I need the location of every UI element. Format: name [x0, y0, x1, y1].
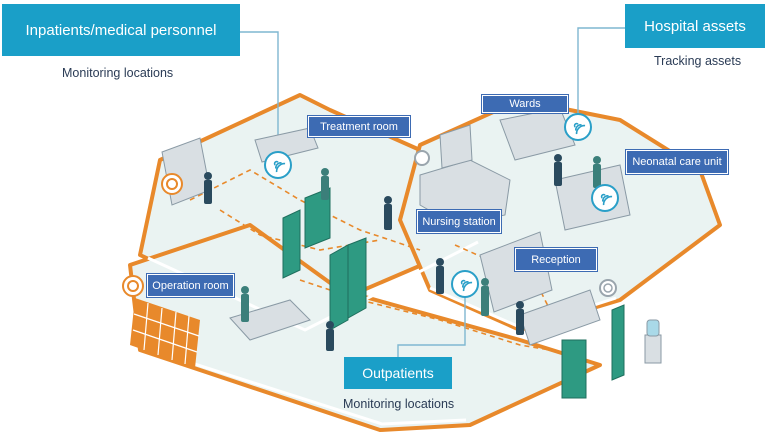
room-label-wards: Wards — [482, 95, 568, 113]
person-2 — [321, 168, 329, 200]
bottom-floor-zone — [128, 223, 602, 432]
outpatients-callout-subtitle: Monitoring locations — [343, 397, 455, 411]
person-7 — [241, 286, 249, 322]
outpatients-callout-title: Outpatients — [362, 365, 434, 381]
person-9 — [593, 156, 601, 188]
door-right — [611, 304, 625, 381]
wifi-signal-icon — [564, 113, 592, 141]
person-10 — [326, 321, 334, 351]
operation-grid-window — [130, 298, 200, 368]
inpatients-callout: Inpatients/medical personnel — [2, 4, 240, 56]
wifi-signal-icon — [451, 270, 479, 298]
wifi-signal-icon — [591, 184, 619, 212]
room-label-nursing-station: Nursing station — [417, 210, 501, 233]
room-label-operation-room: Operation room — [147, 274, 234, 297]
room-label-neonatal-care-unit: Neonatal care unit — [626, 150, 728, 174]
wifi-signal-icon — [264, 151, 292, 179]
reception-desk — [519, 289, 601, 346]
location-target-icon — [599, 279, 617, 297]
connector-hospital-assets — [577, 27, 625, 125]
room-label-treatment-room: Treatment room — [308, 116, 410, 137]
grid-v1 — [143, 302, 149, 351]
grid-v2 — [157, 307, 163, 356]
room-label-reception: Reception — [515, 248, 597, 271]
shelf-unit-wards — [439, 124, 473, 169]
location-target-icon — [161, 173, 183, 195]
people — [204, 154, 601, 351]
grid-h2 — [132, 329, 198, 353]
door-operation-2 — [347, 237, 367, 319]
person-1 — [204, 172, 212, 204]
grid-h1 — [133, 313, 200, 337]
door-corridor — [282, 209, 301, 279]
location-target-icon — [122, 275, 144, 297]
door-operation-1 — [329, 244, 349, 331]
inner-line-3 — [144, 346, 467, 426]
grid-window-lines — [132, 302, 200, 365]
hospital-assets-callout: Hospital assets — [625, 4, 765, 48]
dashed-route-3 — [299, 279, 581, 356]
person-4 — [436, 258, 444, 294]
grid-v3 — [171, 311, 177, 361]
grid-v4 — [184, 315, 190, 365]
person-6 — [516, 301, 524, 335]
connector-inpatients — [240, 31, 279, 140]
floor-areas — [128, 93, 722, 432]
inpatients-callout-title: Inpatients/medical personnel — [25, 21, 217, 39]
doors — [282, 187, 625, 399]
hospital-assets-callout-title: Hospital assets — [644, 17, 746, 35]
outpatients-callout: Outpatients — [344, 357, 452, 389]
location-icons — [122, 150, 617, 297]
wifi-icons — [264, 113, 619, 298]
inpatients-callout-subtitle: Monitoring locations — [62, 66, 174, 80]
person-3 — [384, 196, 392, 230]
hospital-assets-callout-subtitle: Tracking assets — [654, 54, 742, 68]
water-cooler — [644, 319, 662, 364]
clock-icon — [414, 150, 430, 166]
person-5 — [481, 278, 489, 316]
person-8 — [554, 154, 562, 186]
operation-bed — [229, 299, 311, 341]
door-reception — [561, 339, 587, 399]
